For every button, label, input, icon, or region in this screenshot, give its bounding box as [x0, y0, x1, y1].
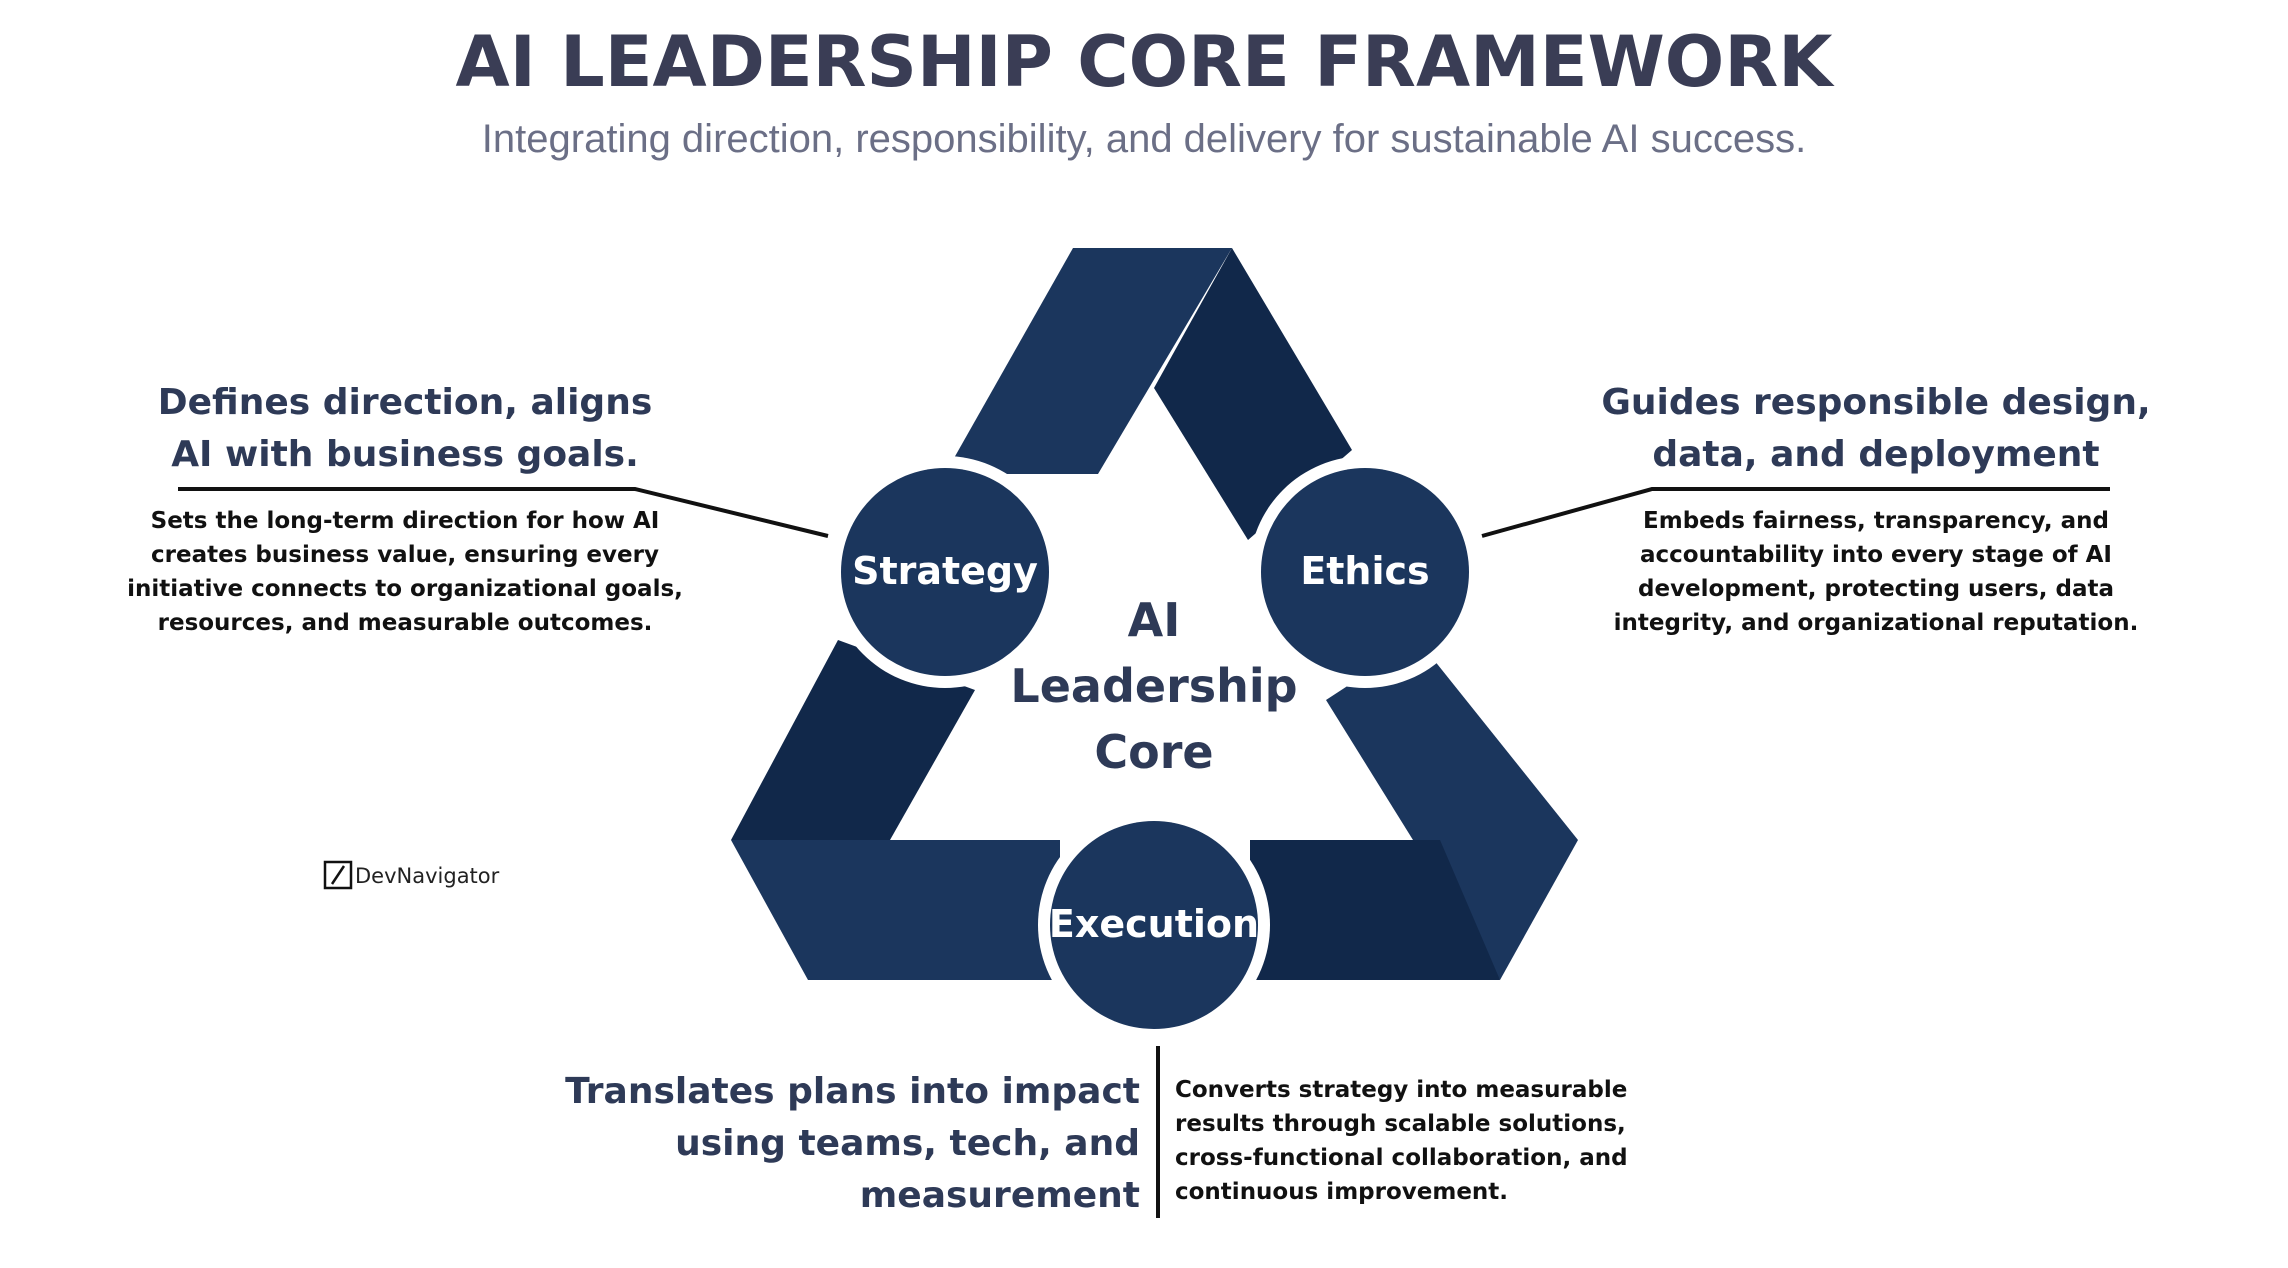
devnavigator-logo-icon	[323, 860, 353, 890]
execution-heading-line-3: measurement	[860, 1175, 1140, 1216]
execution-circle	[1050, 821, 1258, 1029]
center-line-1: AI	[1128, 593, 1181, 647]
center-line-2: Leadership	[1010, 659, 1297, 713]
node-strategy: Strategy	[829, 456, 1061, 688]
band-left	[731, 640, 975, 840]
strategy-heading-line-2: AI with business goals.	[171, 434, 639, 475]
ethics-callout: Guides responsible design, data, and dep…	[1481, 382, 2151, 636]
strategy-circle	[841, 468, 1049, 676]
triangle-ring	[731, 248, 1578, 980]
strategy-body-line-2: creates business value, ensuring every	[151, 542, 659, 568]
band-top-left	[945, 248, 1232, 474]
watermark: DevNavigator	[323, 860, 500, 890]
strategy-label: Strategy	[852, 549, 1038, 593]
center-label: AI Leadership Core	[1010, 593, 1297, 779]
strategy-body-line-3: initiative connects to organizational go…	[127, 576, 683, 602]
ethics-heading-line-1: Guides responsible design,	[1601, 382, 2150, 423]
band-bottom-left	[731, 840, 1060, 980]
ethics-connector-line	[1481, 487, 2110, 538]
execution-heading-line-2: using teams, tech, and	[675, 1123, 1140, 1164]
execution-body-line-4: continuous improvement.	[1175, 1179, 1508, 1205]
execution-body-line-2: results through scalable solutions,	[1175, 1111, 1626, 1137]
execution-body-line-1: Converts strategy into measurable	[1175, 1077, 1627, 1103]
band-right	[1326, 640, 1578, 980]
ethics-label: Ethics	[1300, 549, 1429, 593]
ethics-heading-line-2: data, and deployment	[1652, 434, 2099, 475]
strategy-body-line-4: resources, and measurable outcomes.	[158, 610, 653, 636]
node-ethics: Ethics	[1249, 456, 1481, 688]
execution-body-line-3: cross-functional collaboration, and	[1175, 1145, 1628, 1171]
strategy-callout: Defines direction, aligns AI with busine…	[127, 382, 829, 636]
node-execution: Execution	[1038, 809, 1270, 1041]
strategy-heading-line-1: Defines direction, aligns	[158, 382, 653, 423]
page-subtitle: Integrating direction, responsibility, a…	[482, 117, 1806, 161]
execution-heading-line-1: Translates plans into impact	[565, 1071, 1140, 1112]
ethics-body-line-3: development, protecting users, data	[1638, 576, 2114, 602]
page-title: AI LEADERSHIP CORE FRAMEWORK	[456, 21, 1836, 103]
execution-label: Execution	[1049, 902, 1259, 946]
ethics-body-line-2: accountability into every stage of AI	[1640, 542, 2112, 568]
strategy-connector-line	[178, 487, 829, 538]
watermark-text: DevNavigator	[355, 864, 500, 888]
strategy-body-line-1: Sets the long-term direction for how AI	[151, 508, 660, 534]
band-top-right	[1154, 248, 1352, 540]
ethics-body-line-4: integrity, and organizational reputation…	[1614, 610, 2139, 636]
execution-callout: Translates plans into impact using teams…	[565, 1046, 1628, 1218]
ethics-body-line-1: Embeds fairness, transparency, and	[1643, 508, 2109, 534]
band-bottom-right	[1250, 840, 1500, 980]
center-line-3: Core	[1094, 725, 1213, 779]
ethics-circle	[1261, 468, 1469, 676]
